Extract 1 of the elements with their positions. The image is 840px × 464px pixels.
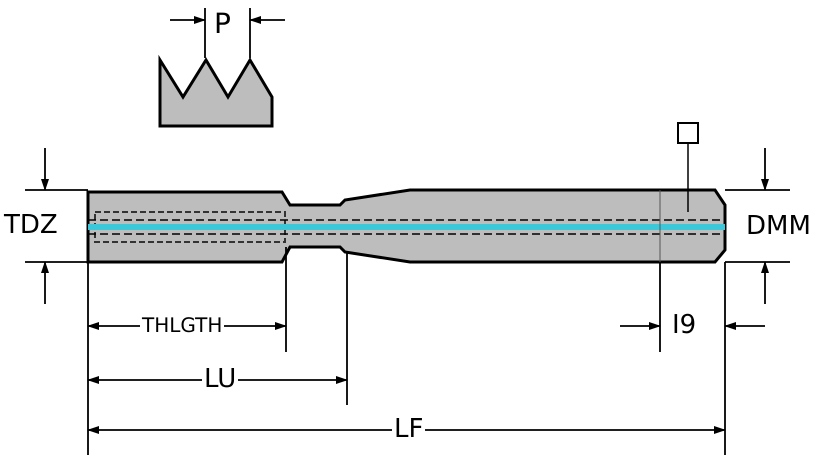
dimension-label: THLGTH <box>140 315 224 335</box>
